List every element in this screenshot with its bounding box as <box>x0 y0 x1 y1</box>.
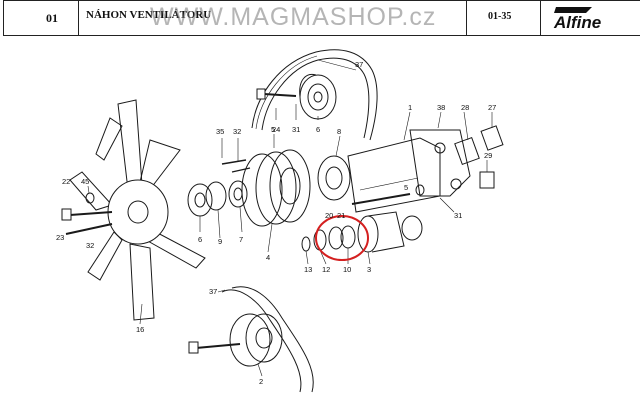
fan-16 <box>69 99 206 321</box>
header-divider <box>540 0 541 35</box>
bolt-23 <box>65 223 113 235</box>
label-6-top: 6 <box>316 125 320 134</box>
label-2: 2 <box>259 377 263 386</box>
label-22: 22 <box>62 177 70 186</box>
header-top-border <box>3 0 640 1</box>
label-31: 31 <box>292 125 300 134</box>
circlip-13 <box>301 236 311 252</box>
brand-logo-text: Alfine <box>553 13 601 31</box>
label-38: 38 <box>437 103 445 112</box>
label-16: 16 <box>136 325 144 334</box>
shaft-1 <box>347 137 441 213</box>
bolt-24 <box>263 93 297 97</box>
highlight-circle <box>315 215 369 261</box>
bush-29 <box>479 171 495 189</box>
housing-8 <box>317 155 351 201</box>
bolt-lower <box>195 343 241 349</box>
label-8: 8 <box>337 127 341 136</box>
label-45: 45 <box>81 177 89 186</box>
stud-28 <box>454 136 480 166</box>
brand-logo: Alfine <box>553 7 601 31</box>
label-5: 5 <box>271 125 275 134</box>
label-27: 27 <box>488 103 496 112</box>
washer-45 <box>85 192 95 204</box>
bolt-22 <box>69 211 113 216</box>
nut-31 <box>415 184 425 196</box>
belt-37-bottom <box>221 289 302 393</box>
label-37-bottom: 37 <box>209 287 217 296</box>
label-31-right: 31 <box>454 211 462 220</box>
label-6: 6 <box>198 235 202 244</box>
page-header: 01 NÁHON VENTILÁTORU WWW.MAGMASHOP.cz 01… <box>0 0 640 36</box>
hub-6 <box>187 183 213 217</box>
label-9: 9 <box>218 237 222 246</box>
spacer-9 <box>205 181 227 211</box>
section-number: 01 <box>46 11 58 25</box>
label-4: 4 <box>266 253 270 262</box>
label-7: 7 <box>239 235 243 244</box>
cap <box>401 215 423 241</box>
label-37-top: 37 <box>355 60 363 69</box>
header-divider <box>466 0 467 35</box>
header-divider <box>3 0 4 35</box>
bolt-5 <box>351 193 411 205</box>
header-bottom-border <box>3 35 640 36</box>
label-32: 32 <box>233 127 241 136</box>
label-5-bolt: 5 <box>404 183 408 192</box>
bolt-35 <box>221 159 247 165</box>
label-32-left: 32 <box>86 241 94 250</box>
watermark: WWW.MAGMASHOP.cz <box>150 3 437 31</box>
stud-27 <box>480 125 504 151</box>
label-23: 23 <box>56 233 64 242</box>
pulley-6-top <box>299 74 337 120</box>
belt-37-top-inner <box>261 57 370 139</box>
label-29: 29 <box>484 151 492 160</box>
flange-7 <box>228 180 248 208</box>
label-12: 12 <box>322 265 330 274</box>
header-divider <box>78 0 79 35</box>
page-title: NÁHON VENTILÁTORU <box>86 9 212 21</box>
label-13: 13 <box>304 265 312 274</box>
bearing-20 <box>328 226 344 250</box>
label-24: 24 <box>272 125 280 134</box>
label-28: 28 <box>461 103 469 112</box>
label-10: 10 <box>343 265 351 274</box>
pulley-2 <box>229 313 283 367</box>
fan-drive-exploded-diagram: 37 24 31 6 1 38 28 27 29 31 8 35 32 5 5 … <box>56 49 504 393</box>
label-35: 35 <box>216 127 224 136</box>
label-21: 21 <box>337 211 345 220</box>
label-1: 1 <box>408 103 412 112</box>
label-20: 20 <box>325 211 333 220</box>
part-labels: 37 24 31 6 1 38 28 27 29 31 8 35 32 5 5 … <box>56 60 496 386</box>
pulley-4 <box>241 149 311 227</box>
page-code: 01-35 <box>488 11 512 22</box>
label-3: 3 <box>367 265 371 274</box>
bolt-32 <box>231 167 251 173</box>
belt-37-top <box>251 49 378 141</box>
